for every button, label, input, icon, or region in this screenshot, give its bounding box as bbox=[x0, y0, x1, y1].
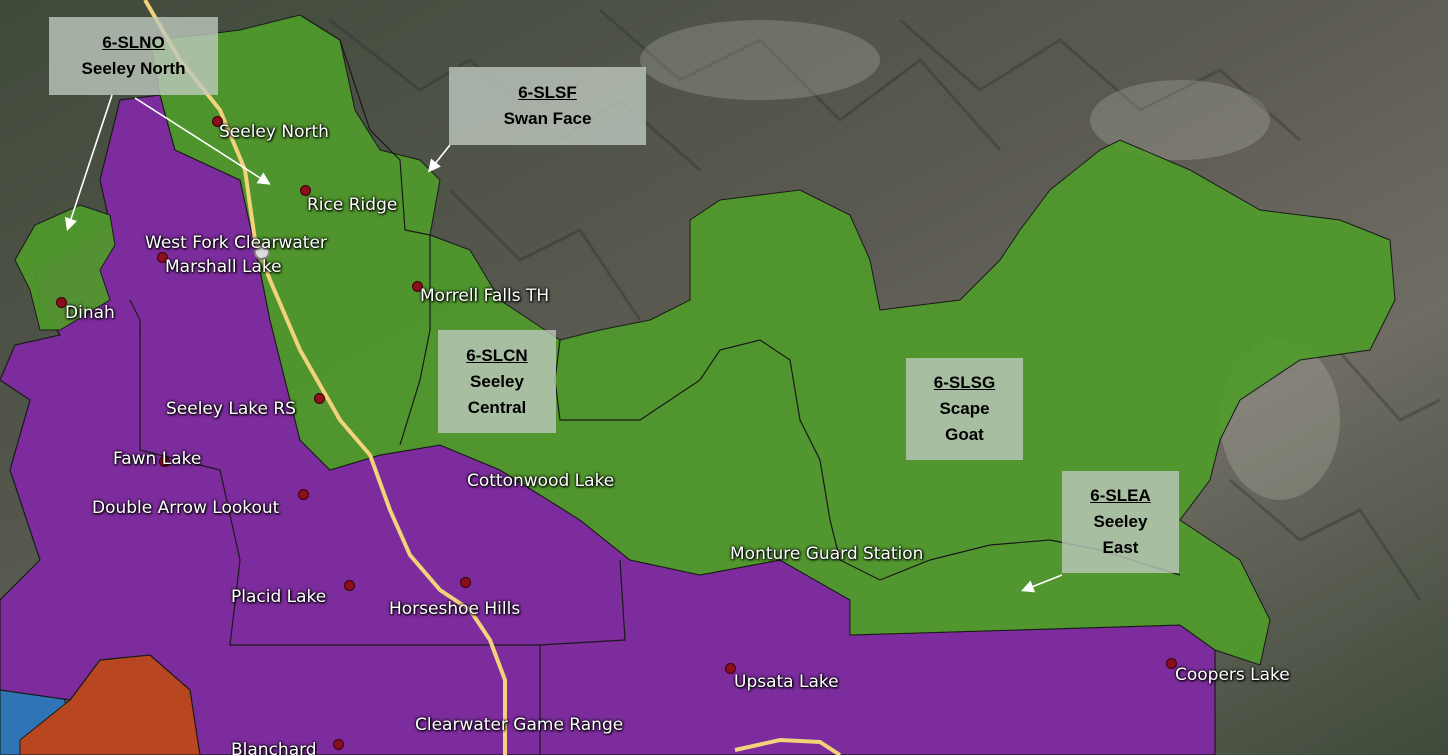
unit-name-line: Seeley bbox=[1093, 512, 1148, 531]
marker-blanchard[interactable] bbox=[333, 739, 344, 750]
unit-callout-slsf[interactable]: 6-SLSF Swan Face bbox=[449, 67, 646, 145]
unit-boundaries bbox=[129, 14, 1181, 755]
unit-callout-slea[interactable]: 6-SLEA Seeley East bbox=[1062, 471, 1179, 573]
unit-name-line: Goat bbox=[945, 425, 984, 444]
unit-name-line: Central bbox=[467, 397, 527, 417]
marker-morrell-falls[interactable] bbox=[412, 281, 423, 292]
marker-dinah[interactable] bbox=[56, 297, 67, 308]
arrow-slsf bbox=[428, 144, 451, 173]
green-unit-seeley-north-west bbox=[14, 204, 116, 331]
unit-callout-slcn[interactable]: 6-SLCN Seeley Central bbox=[438, 330, 556, 433]
place-marshall-lake: Marshall Lake bbox=[165, 257, 282, 277]
unit-code: 6-SLEA bbox=[1090, 486, 1151, 505]
marker-placid-lake[interactable] bbox=[344, 580, 355, 591]
place-dinah: Dinah bbox=[65, 303, 115, 323]
arrow-slno-to-west bbox=[64, 94, 113, 232]
unit-name-line: Swan Face bbox=[503, 109, 592, 128]
marker-horseshoe-hills[interactable] bbox=[460, 577, 471, 588]
unit-code: 6-SLCN bbox=[466, 345, 528, 365]
marker-seeley-north[interactable] bbox=[212, 116, 223, 127]
unit-code: 6-SLSF bbox=[518, 83, 577, 102]
marker-upsata-lake[interactable] bbox=[725, 663, 736, 674]
place-fawn-lake: Fawn Lake bbox=[113, 449, 202, 469]
marker-fawn-lake[interactable] bbox=[159, 456, 170, 467]
unit-name-line: Seeley North bbox=[81, 59, 186, 78]
unit-callout-slno[interactable]: 6-SLNO Seeley North bbox=[49, 17, 218, 95]
unit-code: 6-SLSG bbox=[933, 373, 996, 392]
marker-seeley-lake-rs[interactable] bbox=[314, 393, 325, 404]
place-placid-lake: Placid Lake bbox=[231, 587, 327, 607]
place-west-fork-clearwater: West Fork Clearwater bbox=[145, 233, 327, 253]
marker-coopers-lake[interactable] bbox=[1166, 658, 1177, 669]
place-seeley-north: Seeley North bbox=[219, 122, 329, 142]
place-clearwater-game-range: Clearwater Game Range bbox=[415, 715, 624, 735]
place-seeley-lake-rs: Seeley Lake RS bbox=[166, 399, 296, 419]
marker-marshall-lake[interactable] bbox=[157, 252, 168, 263]
place-cottonwood-lake: Cottonwood Lake bbox=[467, 471, 615, 491]
place-morrell-falls-th: Morrell Falls TH bbox=[420, 286, 550, 306]
unit-name-line: Seeley bbox=[470, 371, 524, 391]
place-blanchard: Blanchard bbox=[231, 740, 317, 755]
place-double-arrow-lookout: Double Arrow Lookout bbox=[92, 498, 280, 518]
unit-code: 6-SLNO bbox=[102, 33, 165, 52]
arrow-slea bbox=[1021, 574, 1063, 593]
callout-arrows bbox=[64, 94, 1063, 593]
place-upsata-lake: Upsata Lake bbox=[734, 672, 839, 692]
unit-callout-slsg[interactable]: 6-SLSG Scape Goat bbox=[906, 358, 1023, 460]
place-rice-ridge: Rice Ridge bbox=[307, 195, 398, 215]
arrow-slno-to-east bbox=[134, 97, 271, 185]
unit-name-line: Scape bbox=[939, 399, 990, 418]
marker-rice-ridge[interactable] bbox=[300, 185, 311, 196]
highway-shield-icon bbox=[254, 244, 270, 260]
marker-double-arrow[interactable] bbox=[298, 489, 309, 500]
place-monture-guard-station: Monture Guard Station bbox=[730, 544, 924, 564]
highway-route bbox=[143, 0, 507, 755]
place-coopers-lake: Coopers Lake bbox=[1175, 665, 1290, 685]
highway-route-south bbox=[734, 737, 842, 755]
place-horseshoe-hills: Horseshoe Hills bbox=[389, 599, 521, 619]
unit-name-line: East bbox=[1102, 538, 1139, 557]
